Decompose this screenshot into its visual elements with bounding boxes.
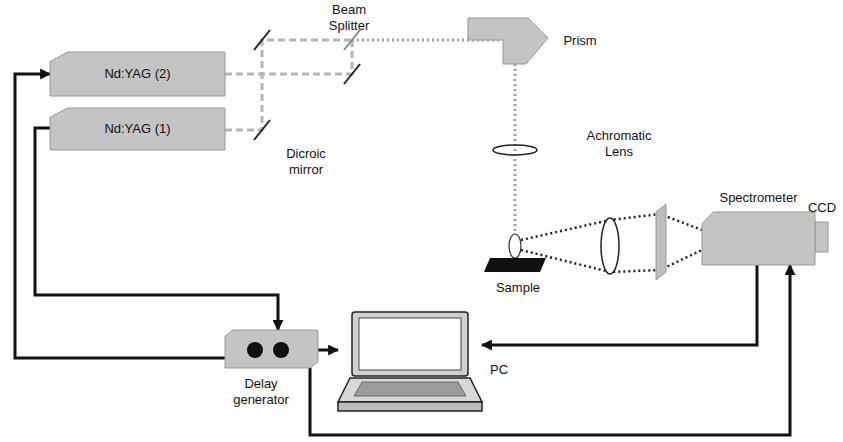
mirror — [254, 120, 270, 140]
component-label: Achromatic Lens — [573, 128, 665, 159]
signal-line — [15, 74, 225, 358]
dichroic-mirror — [344, 64, 360, 84]
laser-beam — [225, 40, 352, 130]
laser-box: Nd:YAG (2) — [50, 52, 225, 96]
spectrometer-box: Spectrometer — [702, 212, 815, 265]
component-label: Sample — [490, 280, 546, 296]
laser-box: Nd:YAG (1) — [50, 108, 225, 150]
signal-line — [35, 128, 278, 330]
component-label: Dicroic mirror — [270, 146, 342, 177]
ccd-detector — [815, 222, 828, 252]
node-label: Delay generator — [221, 376, 301, 407]
node-label: PC — [490, 362, 508, 378]
signal-line — [310, 265, 790, 435]
laser-beam — [225, 40, 352, 74]
node-label: Nd:YAG (2) — [104, 66, 170, 82]
delay-generator-box: Delay generator — [225, 330, 318, 368]
lens — [493, 145, 537, 155]
sample-plate — [484, 258, 546, 272]
signal-line — [482, 265, 757, 345]
node-label: Nd:YAG (1) — [104, 121, 170, 137]
plasma-plume — [509, 234, 521, 258]
component-label: CCD — [803, 200, 841, 216]
prism — [468, 18, 548, 64]
collection-lens — [601, 218, 619, 274]
mirror — [254, 30, 270, 50]
laptop-icon-outline — [338, 312, 482, 412]
fiber-plate — [656, 204, 666, 280]
component-label: Prism — [555, 33, 605, 49]
spectrometer-box-outline — [702, 212, 815, 265]
beam-splitter — [344, 30, 360, 50]
delay-generator-box-outline — [225, 330, 318, 368]
combined-beam — [514, 64, 517, 236]
laptop-icon: PC — [338, 312, 482, 412]
signal-line — [318, 349, 338, 352]
component-label: Beam Splitter — [318, 2, 380, 33]
